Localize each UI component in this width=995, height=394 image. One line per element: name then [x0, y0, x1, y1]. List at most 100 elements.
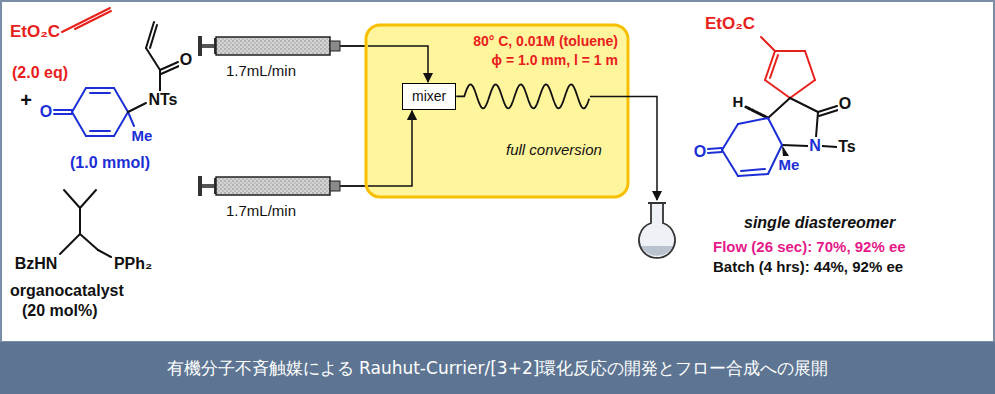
dienone-structure [86, 135, 114, 137]
product-cyclohexenone [708, 118, 782, 176]
product-cyclopentene [775, 50, 805, 52]
catalyst-structure [80, 234, 98, 250]
dienone-structure [90, 92, 110, 94]
mixer-box: mixer [402, 83, 456, 110]
dienone-structure [54, 113, 72, 115]
flow-rate: 1.7mL/min [226, 62, 296, 79]
allenoate-structure [62, 8, 111, 32]
atom-label: BzHN [14, 255, 59, 273]
product-lactam [790, 98, 818, 112]
collection-flask [648, 202, 666, 204]
amount-note: (1.0 mmol) [70, 154, 150, 172]
product-cyclohexenone [738, 174, 768, 176]
product-cyclopentene [790, 80, 815, 98]
plus-sign: + [20, 89, 32, 112]
dienone-structure [90, 130, 110, 132]
acrylamide-structure [146, 48, 160, 70]
acrylamide-structure [160, 62, 178, 70]
syringe [330, 181, 340, 191]
dienone-structure [114, 112, 128, 136]
allenoate-structure [75, 20, 93, 29]
catalyst-structure [64, 190, 80, 208]
acrylamide-structure [128, 22, 179, 112]
flow-lines [368, 46, 657, 200]
caption: 有機分子不斉触媒による Rauhut-Currier/[3+2]環化反応の開発と… [167, 357, 829, 380]
atom-label: O [693, 143, 707, 161]
syringe [202, 44, 216, 48]
catalyst-name: organocatalyst [10, 282, 124, 300]
allenoate-structure [62, 26, 74, 32]
equivalents-note: (2.0 eq) [12, 64, 68, 82]
conversion-note: full conversion [506, 141, 602, 159]
product-cyclohexenone [708, 152, 722, 153]
caption-band: 有機分子不斉触媒による Rauhut-Currier/[3+2]環化反応の開発と… [0, 342, 995, 394]
atom-label: O [179, 51, 193, 69]
product-lactam [782, 145, 789, 157]
stereo-note: single diastereomer [744, 214, 895, 232]
product-lactam [782, 145, 808, 146]
atom-label: NTs [147, 91, 178, 109]
collection-flask [639, 203, 675, 258]
product-lactam [746, 107, 768, 118]
syringe [216, 37, 330, 55]
collection-flask [641, 246, 673, 256]
reactor-box [366, 25, 628, 197]
dienone-structure [54, 109, 72, 111]
syringe [198, 36, 368, 56]
product-cyclopentene [805, 51, 815, 80]
collection-flask [639, 203, 675, 258]
chemical-formula: EtO₂C [704, 14, 756, 34]
syringe [340, 45, 368, 47]
atom-label: H [732, 93, 745, 110]
catalyst-structure [60, 190, 111, 257]
catalyst-structure [80, 190, 96, 208]
feed-line [368, 46, 428, 82]
atom-label: Ts [837, 138, 856, 156]
dienone-structure [86, 87, 114, 89]
dienone-structure [114, 88, 128, 112]
syringe [198, 176, 202, 196]
product-cyclopentene [761, 37, 815, 98]
mixer-label: mixer [412, 88, 446, 105]
acrylamide-structure [150, 25, 157, 48]
atom-label: N [808, 137, 822, 155]
catalyst-structure [79, 208, 81, 234]
acrylamide-structure [128, 103, 146, 112]
atom-label: Me [131, 127, 154, 144]
atom-label: O [838, 95, 852, 113]
dienone-structure [72, 112, 86, 136]
feed-line [368, 111, 412, 186]
syringe [216, 177, 330, 195]
syringe [198, 176, 368, 196]
acrylamide-structure [146, 22, 154, 48]
product-cyclohexenone [738, 118, 768, 124]
product-cyclopentene [770, 55, 778, 78]
dienone-structure [54, 88, 134, 136]
product-cyclopentene [765, 80, 790, 98]
product-lactam [822, 146, 837, 147]
flow-reactor: 80° C, 0.01M (toluene)ϕ = 1.0 mm, l = 1 … [366, 25, 628, 197]
product-lactam [816, 112, 818, 137]
product-cyclohexenone [741, 169, 765, 171]
reactor-background [366, 25, 628, 197]
atom-label: O [39, 103, 53, 121]
catalyst-loading: (20 mol%) [22, 302, 98, 320]
product-cyclohexenone [722, 124, 738, 150]
syringe [330, 41, 340, 51]
product-cyclohexenone [768, 118, 782, 145]
tube-dimensions: ϕ = 1.0 mm, l = 1 m [492, 52, 618, 69]
allenoate-structure [93, 11, 111, 20]
syringe [340, 185, 368, 187]
reactor-coil [456, 84, 589, 108]
product-cyclohexenone [708, 148, 722, 149]
syringe [198, 36, 202, 56]
catalyst-structure [60, 234, 80, 254]
dienone-structure [128, 112, 134, 126]
dienone-structure [72, 88, 86, 112]
flow-rate: 1.7mL/min [226, 202, 296, 219]
chemical-formula: EtO₂C [10, 22, 60, 42]
atom-label: Me [778, 156, 801, 173]
result-batch: Batch (4 hrs): 44%, 92% ee [713, 258, 903, 275]
product-cyclopentene [761, 37, 775, 51]
